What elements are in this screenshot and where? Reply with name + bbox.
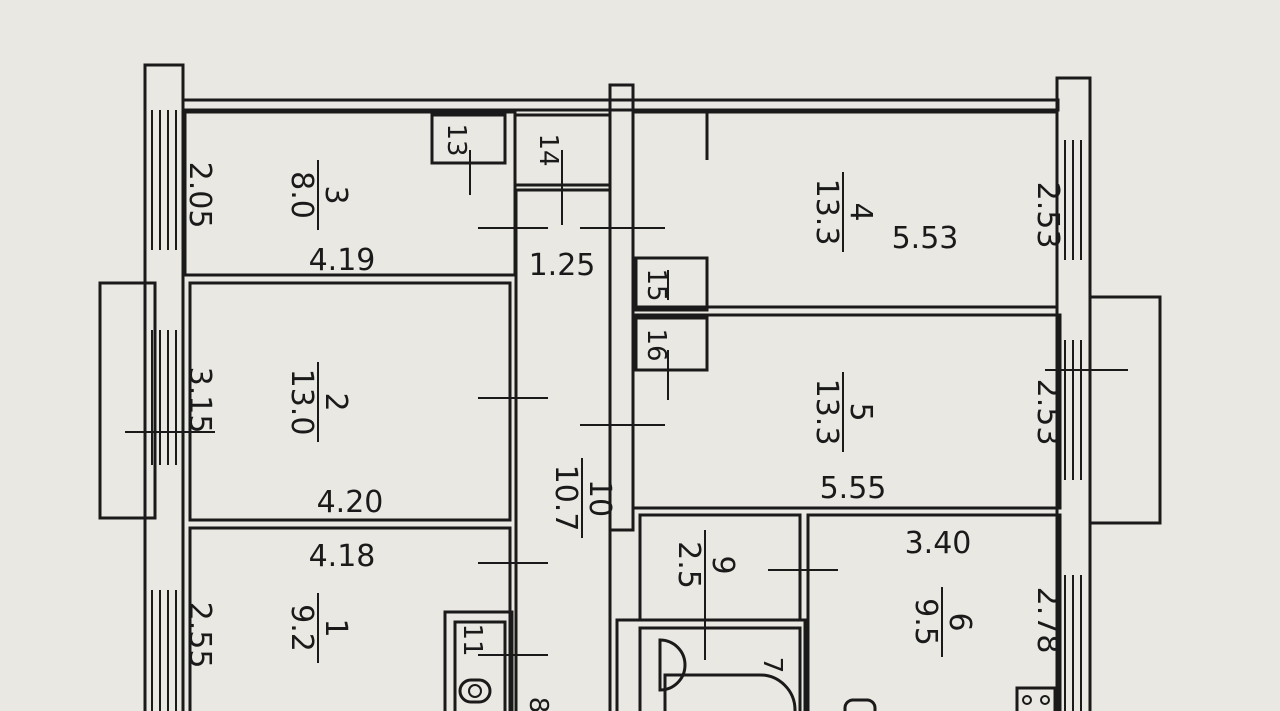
room-2-label: 213.0 [284,362,353,442]
svg-text:1.25: 1.25 [529,248,596,283]
room-5-label: 513.3 [809,372,878,452]
svg-text:10.7: 10.7 [548,465,583,532]
svg-text:10: 10 [582,479,617,517]
dimension-labels: 2.05 3.15 2.55 2.53 2.53 2.78 4.19 1.25 … [182,162,1065,669]
left-balcony [98,281,157,520]
svg-text:5: 5 [843,402,878,421]
svg-text:3.40: 3.40 [905,526,972,561]
svg-text:4.19: 4.19 [309,243,376,278]
svg-text:2.55: 2.55 [182,602,217,669]
svg-text:13: 13 [441,123,471,156]
svg-text:3: 3 [318,185,353,204]
svg-text:3.15: 3.15 [182,367,217,434]
svg-text:7: 7 [757,657,787,674]
svg-text:6: 6 [942,612,977,631]
svg-text:4.20: 4.20 [317,485,384,520]
svg-text:16: 16 [641,328,671,361]
svg-text:2.5: 2.5 [671,541,706,589]
svg-text:9: 9 [705,555,740,574]
svg-text:13.3: 13.3 [809,179,844,246]
svg-text:13.0: 13.0 [284,369,319,436]
svg-text:5.53: 5.53 [892,221,959,256]
svg-text:15: 15 [641,268,671,301]
svg-text:4.18: 4.18 [309,539,376,574]
door-ticks [125,150,1128,660]
svg-text:14: 14 [533,133,563,166]
svg-text:5.55: 5.55 [820,471,887,506]
svg-text:2.53: 2.53 [1030,182,1065,249]
svg-text:4: 4 [843,202,878,221]
room-1-label: 19.2 [284,593,353,663]
svg-text:2.05: 2.05 [182,162,217,229]
room-3-label: 38.0 [284,160,353,230]
svg-text:2.53: 2.53 [1030,379,1065,446]
walls [98,63,1162,711]
room-9-label: 92.5 [671,530,740,600]
room-4-label: 413.3 [809,172,878,252]
svg-text:2: 2 [318,392,353,411]
svg-text:1: 1 [318,618,353,637]
svg-text:8: 8 [523,697,553,711]
right-balcony [1088,295,1162,525]
svg-text:8.0: 8.0 [284,171,319,219]
room-6-label: 69.5 [908,587,977,657]
svg-text:2.78: 2.78 [1030,587,1065,654]
svg-text:11: 11 [457,623,487,656]
svg-text:13.3: 13.3 [809,379,844,446]
svg-text:9.5: 9.5 [908,598,943,646]
svg-text:9.2: 9.2 [284,604,319,652]
